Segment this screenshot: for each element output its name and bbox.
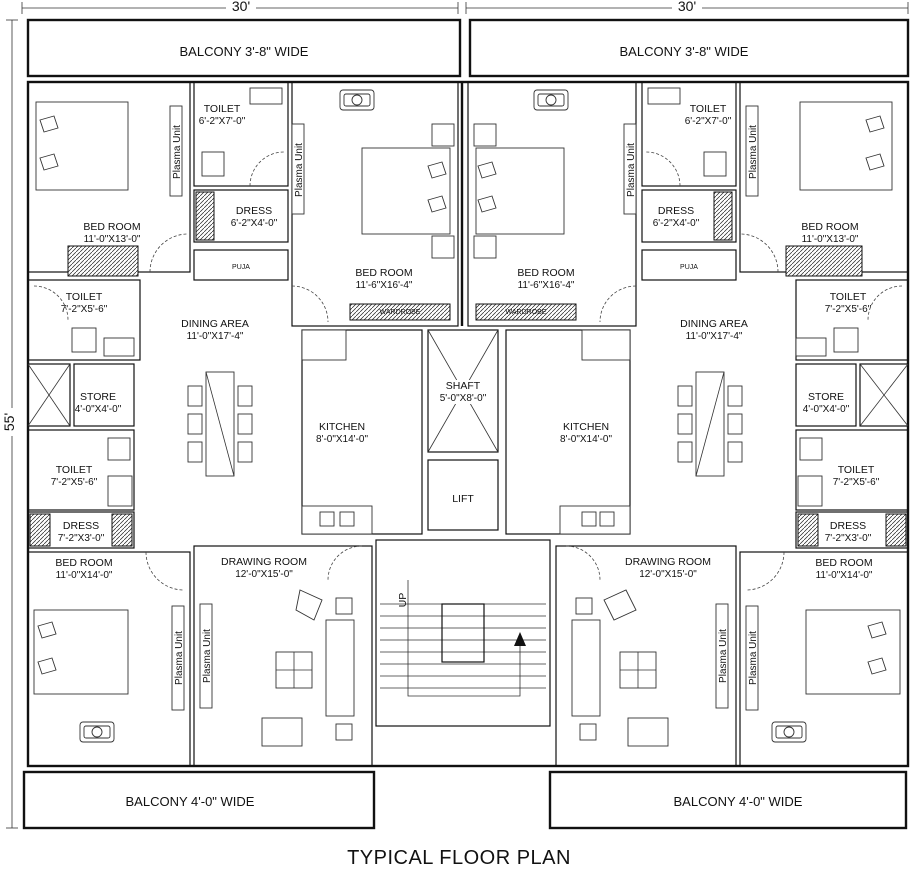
bedroom3-left-name: BED ROOM: [55, 557, 112, 569]
wardrobe-right-master: [475, 303, 577, 321]
bed-left-3: [33, 609, 129, 695]
dress2-right-size: 7'-2"X3'-0": [825, 533, 872, 544]
dress1-left-name: DRESS: [236, 205, 272, 217]
master-bedroom-left-name: BED ROOM: [355, 267, 412, 279]
right-unit: Plasma Unit BED ROOM 11'-6"X16'-4" WARDR…: [467, 81, 909, 767]
bed-right-master: [475, 147, 565, 235]
dress2-right-name: DRESS: [830, 520, 866, 532]
puja-right: PUJA: [680, 264, 698, 271]
balcony-top-right-label: BALCONY 3'-8" WIDE: [620, 44, 749, 59]
drawing-right-size: 12'-0"X15'-0": [639, 569, 697, 580]
width-right-label: 30': [678, 0, 696, 14]
depth-dimension: 55': [1, 19, 22, 829]
toilet3-right-name: TOILET: [838, 464, 875, 476]
store-left-name: STORE: [80, 391, 116, 403]
wardrobe-left-1: [67, 245, 139, 277]
kitchen-left-size: 8'-0"X14'-0": [316, 434, 369, 445]
balcony-top-left: [26, 18, 462, 78]
bed-right-3: [805, 609, 901, 695]
plasma-right-1: Plasma Unit: [748, 125, 759, 179]
shaft: [427, 329, 499, 453]
dress1-right-name: DRESS: [658, 205, 694, 217]
bedroom3-right-name: BED ROOM: [815, 557, 872, 569]
lift: [427, 459, 499, 531]
wardrobe-left-master-label: WARDROBE: [380, 309, 421, 316]
toilet1-right-size: 6'-2"X7'-0": [685, 116, 732, 127]
master-bedroom-left-size: 11'-6"X16'-4": [356, 280, 413, 291]
sofa-right: [571, 619, 601, 717]
plasma-left-1: Plasma Unit: [172, 125, 183, 179]
bedroom1-left-size: 11'-0"X13'-0": [84, 234, 141, 245]
drawing-left-size: 12'-0"X15'-0": [235, 569, 293, 580]
balcony-top-right: [468, 18, 910, 78]
toilet2-left-name: TOILET: [66, 291, 103, 303]
toilet3-left-size: 7'-2"X5'-6": [51, 477, 98, 488]
toilet2-left-size: 7'-2"X5'-6": [61, 304, 108, 315]
balcony-bottom-right: [548, 770, 908, 830]
kitchen-left-name: KITCHEN: [319, 421, 365, 433]
store-right-size: 4'-0"X4'-0": [803, 404, 850, 415]
top-dimension-left: 30': [21, 0, 459, 14]
kitchen-right-name: KITCHEN: [563, 421, 609, 433]
shaft-label: SHAFT: [446, 380, 481, 392]
master-bedroom-right-name: BED ROOM: [517, 267, 574, 279]
bedroom1-right-name: BED ROOM: [801, 221, 858, 233]
dress1-right-size: 6'-2"X4'-0": [653, 218, 700, 229]
dining-left-name: DINING AREA: [181, 318, 249, 330]
plasma-right-4: Plasma Unit: [718, 629, 729, 683]
store-right-name: STORE: [808, 391, 844, 403]
depth-label: 55': [1, 413, 17, 431]
top-dimension-right: 30': [465, 0, 909, 14]
left-unit: BED ROOM 11'-0"X13'-0" Plasma Unit TOILE…: [27, 81, 459, 767]
lift-label: LIFT: [452, 493, 474, 505]
balcony-bottom-right-label: BALCONY 4'-0" WIDE: [674, 794, 803, 809]
balcony-top-left-label: BALCONY 3'-8" WIDE: [180, 44, 309, 59]
dress1-left-size: 6'-2"X4'-0": [231, 218, 278, 229]
toilet2-right-size: 7'-2"X5'-6": [825, 304, 872, 315]
dining-right-name: DINING AREA: [680, 318, 748, 330]
puja-left: PUJA: [232, 264, 250, 271]
plasma-left-4: Plasma Unit: [202, 629, 213, 683]
dining-left-size: 11'-0"X17'-4": [187, 331, 244, 342]
wardrobe-left-master: [349, 303, 451, 321]
plasma-left-3: Plasma Unit: [174, 631, 185, 685]
dress2-left-name: DRESS: [63, 520, 99, 532]
toilet1-right-name: TOILET: [690, 103, 727, 115]
dress2-left-size: 7'-2"X3'-0": [58, 533, 105, 544]
bedroom3-right-size: 11'-0"X14'-0": [816, 570, 873, 581]
bedroom1-left-name: BED ROOM: [83, 221, 140, 233]
stair-up-label: UP: [397, 593, 409, 608]
core: SHAFT 5'-0"X8'-0" LIFT UP: [375, 329, 551, 727]
bedroom3-left-size: 11'-0"X14'-0": [56, 570, 113, 581]
master-bedroom-right-size: 11'-6"X16'-4": [518, 280, 575, 291]
width-left-label: 30': [232, 0, 250, 14]
drawing-right-name: DRAWING ROOM: [625, 556, 711, 568]
bed-left-1: [35, 101, 129, 191]
bedroom1-right-size: 11'-0"X13'-0": [802, 234, 859, 245]
sofa-left: [325, 619, 355, 717]
toilet3-left-name: TOILET: [56, 464, 93, 476]
toilet1-left-name: TOILET: [204, 103, 241, 115]
store-left-size: 4'-0"X4'-0": [75, 404, 122, 415]
drawing-left-name: DRAWING ROOM: [221, 556, 307, 568]
staircase: [375, 539, 551, 727]
balcony-bottom-left-label: BALCONY 4'-0" WIDE: [126, 794, 255, 809]
plasma-left-2: Plasma Unit: [294, 143, 305, 197]
plan-title: TYPICAL FLOOR PLAN: [347, 847, 571, 869]
toilet2-right-name: TOILET: [830, 291, 867, 303]
kitchen-right-size: 8'-0"X14'-0": [560, 434, 613, 445]
bed-right-1: [799, 101, 893, 191]
shaft-size: 5'-0"X8'-0": [440, 393, 487, 404]
balcony-bottom-left: [22, 770, 376, 830]
plasma-right-2: Plasma Unit: [626, 143, 637, 197]
wardrobe-right-master-label: WARDROBE: [506, 309, 547, 316]
toilet1-left-size: 6'-2"X7'-0": [199, 116, 246, 127]
bed-left-master: [361, 147, 451, 235]
dining-right-size: 11'-0"X17'-4": [686, 331, 743, 342]
toilet3-right-size: 7'-2"X5'-6": [833, 477, 880, 488]
wardrobe-right-1: [785, 245, 863, 277]
plasma-right-3: Plasma Unit: [748, 631, 759, 685]
